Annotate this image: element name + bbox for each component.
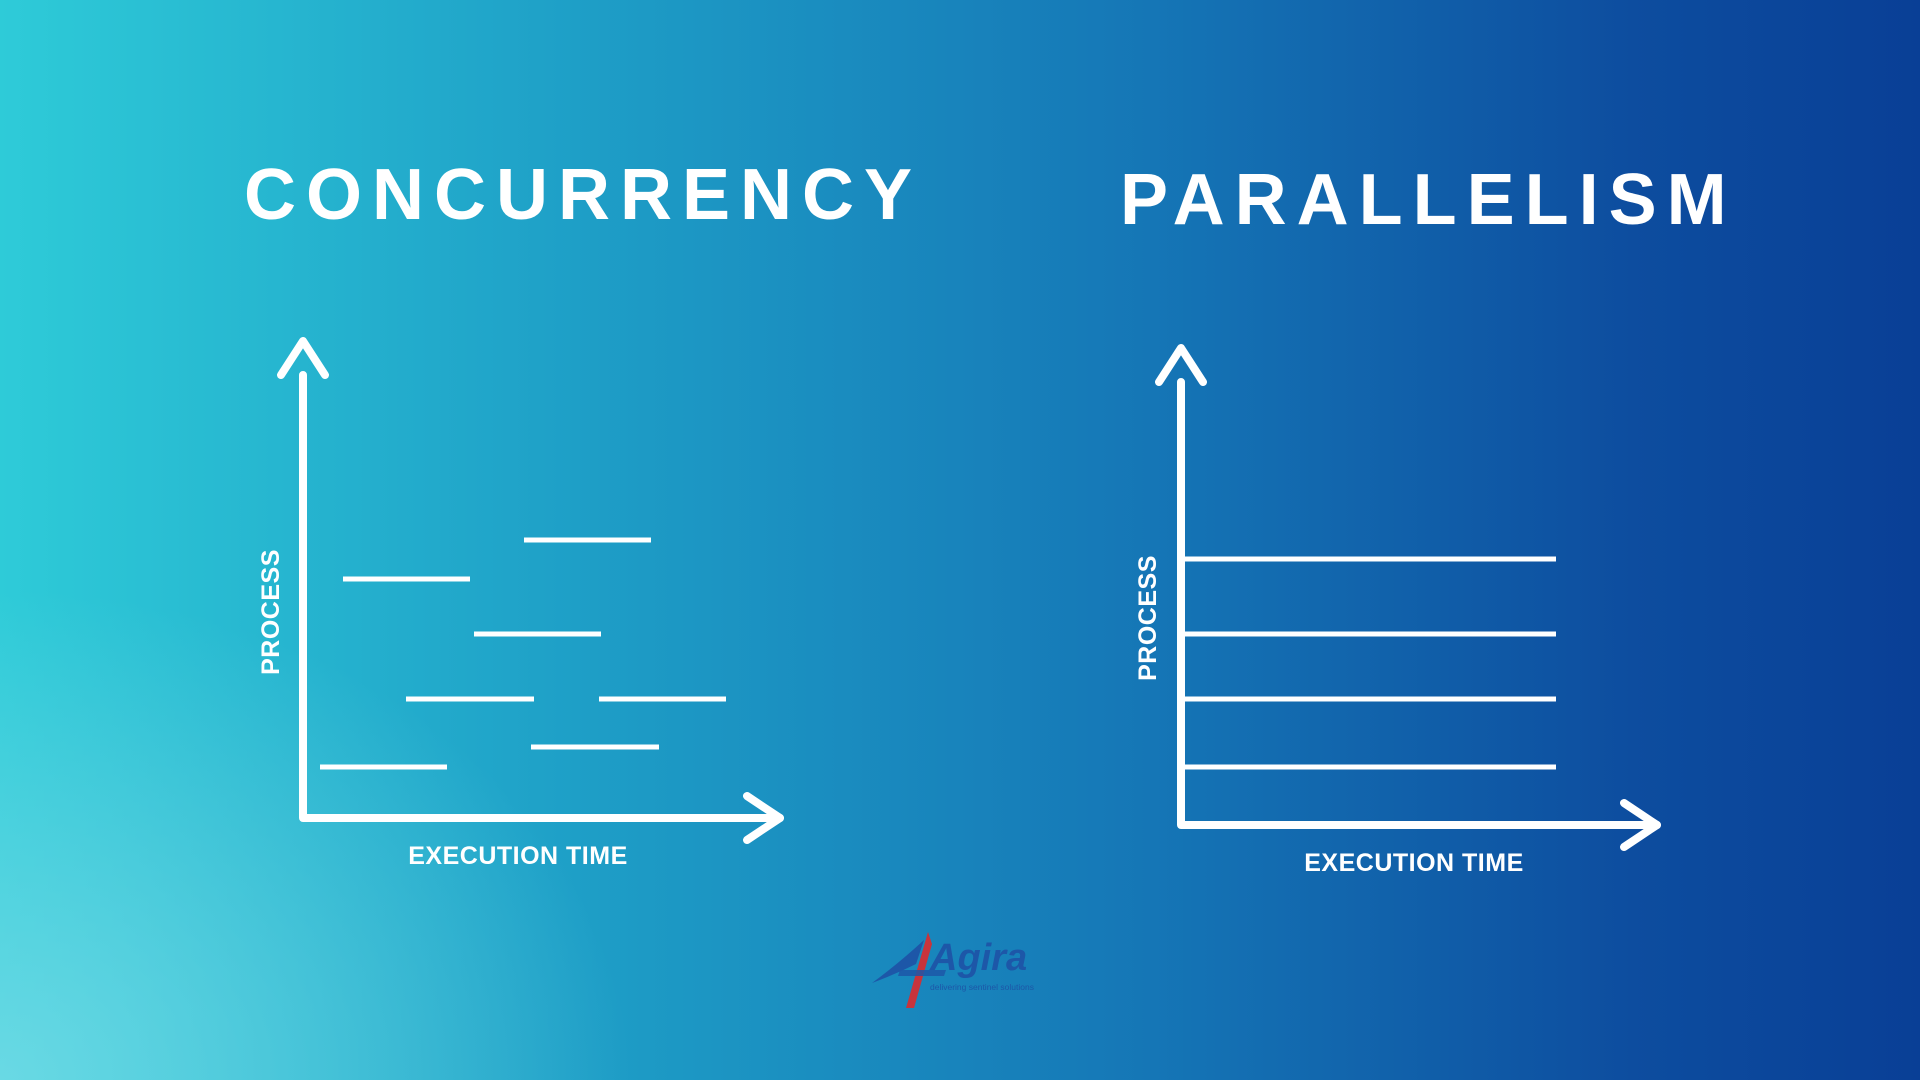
- parallelism-title: PARALLELISM: [1120, 160, 1737, 240]
- agira-logo-mark-icon: [872, 932, 946, 1008]
- concurrency-y-axis: [299, 371, 784, 822]
- parallelism-process-lines: [1185, 556, 1556, 770]
- concurrency-y-arrowhead-icon: [277, 337, 329, 379]
- concurrency-x-arrowhead-icon: [743, 792, 784, 844]
- agira-logo-text: Agira: [930, 937, 1028, 979]
- concurrency-y-label: PROCESS: [257, 549, 285, 675]
- concurrency-x-label: EXECUTION TIME: [408, 842, 628, 870]
- parallelism-x-arrowhead-icon: [1620, 799, 1661, 851]
- concurrency-axes: [277, 337, 784, 844]
- agira-logo-tagline: delivering sentinel solutions: [930, 982, 1034, 992]
- parallelism-y-label: PROCESS: [1134, 555, 1162, 681]
- parallelism-x-label: EXECUTION TIME: [1304, 849, 1524, 877]
- parallelism-diagram: PROCESS EXECUTION TIME: [1134, 344, 1661, 877]
- parallelism-y-arrowhead-icon: [1155, 344, 1207, 386]
- parallelism-y-axis: [1177, 378, 1661, 829]
- concurrency-diagram: PROCESS EXECUTION TIME: [257, 337, 784, 870]
- parallelism-axes: [1155, 344, 1661, 851]
- concurrency-title: CONCURRENCY: [244, 155, 923, 235]
- concurrency-process-segments: [320, 537, 726, 770]
- agira-logo: Agira delivering sentinel solutions: [870, 930, 1050, 1010]
